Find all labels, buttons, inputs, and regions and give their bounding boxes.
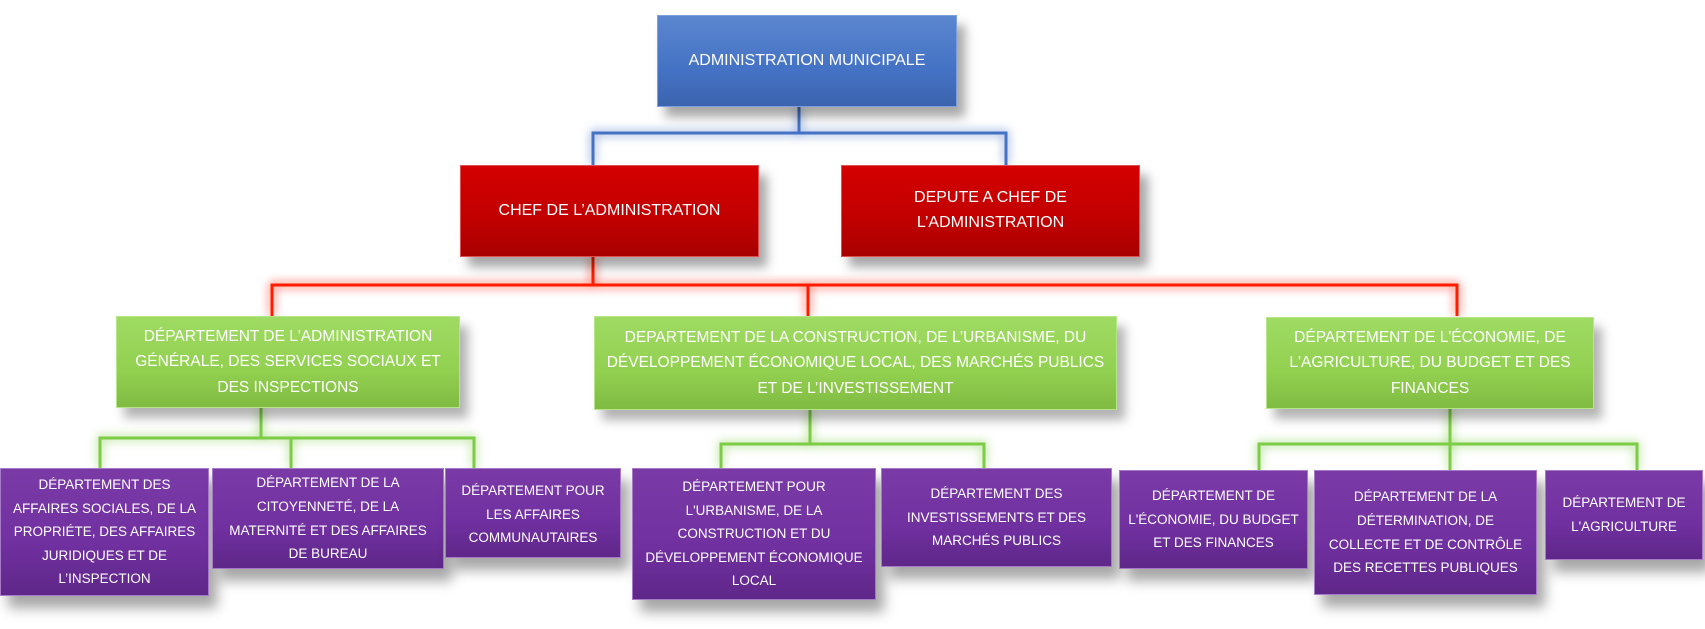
subdept-affaires-sociales: DÉPARTEMENT DES AFFAIRES SOCIALES, DE LA… [0,468,209,596]
node-label: DEPARTEMENT DE LA CONSTRUCTION, DE L’URB… [606,328,1105,397]
node-label: DÉPARTEMENT DE L'ÉCONOMIE, DU BUDGET ET … [1128,488,1299,551]
node-label: DÉPARTEMENT DE LA CITOYENNETÉ, DE LA MAT… [229,475,427,562]
subdept-citoyennete: DÉPARTEMENT DE LA CITOYENNETÉ, DE LA MAT… [212,468,444,569]
dept-construction: DEPARTEMENT DE LA CONSTRUCTION, DE L’URB… [594,316,1117,410]
subdept-urbanisme: DÉPARTEMENT POUR L'URBANISME, DE LA CONS… [632,468,876,600]
node-label: DÉPARTEMENT POUR LES AFFAIRES COMMUNAUTA… [461,483,605,546]
node-label: DÉPARTEMENT DES INVESTISSEMENTS ET DES M… [906,486,1087,549]
node-label: DÉPARTEMENT POUR L'URBANISME, DE LA CONS… [645,478,863,589]
subdept-economie-budget: DÉPARTEMENT DE L'ÉCONOMIE, DU BUDGET ET … [1119,470,1308,569]
node-label: DÉPARTEMENT DE L'AGRICULTURE [1562,495,1686,534]
subdept-agriculture: DÉPARTEMENT DE L'AGRICULTURE [1545,470,1703,560]
node-label: CHEF DE L’ADMINISTRATION [498,201,721,219]
node-label: DEPUTE A CHEF DE L’ADMINISTRATION [914,189,1067,231]
root-label: ADMINISTRATION MUNICIPALE [688,51,926,69]
dept-admin-generale: DÉPARTEMENT DE L'ADMINISTRATION GÉNÉRALE… [116,316,460,408]
node-label: DÉPARTEMENT DE L'ÉCONOMIE, DE L'AGRICULT… [1289,328,1571,397]
dept-economie: DÉPARTEMENT DE L'ÉCONOMIE, DE L'AGRICULT… [1266,317,1594,409]
connector-root [591,107,1008,165]
connector-dept-3 [1257,409,1639,470]
chef-node: CHEF DE L’ADMINISTRATION [460,165,759,257]
node-label: DÉPARTEMENT DES AFFAIRES SOCIALES, DE LA… [12,476,197,587]
depute-node: DEPUTE A CHEF DE L’ADMINISTRATION [841,165,1140,257]
connector-chef [270,257,1459,316]
connector-dept-1 [98,408,476,468]
node-label: DÉPARTEMENT DE LA DÉTERMINATION, DE COLL… [1328,489,1523,576]
subdept-affaires-communautaires: DÉPARTEMENT POUR LES AFFAIRES COMMUNAUTA… [445,468,621,558]
subdept-recettes-publiques: DÉPARTEMENT DE LA DÉTERMINATION, DE COLL… [1314,470,1537,595]
subdept-investissements: DÉPARTEMENT DES INVESTISSEMENTS ET DES M… [881,468,1112,567]
connector-dept-2 [719,410,986,468]
node-label: DÉPARTEMENT DE L'ADMINISTRATION GÉNÉRALE… [135,327,441,396]
root-node: ADMINISTRATION MUNICIPALE [657,15,957,107]
